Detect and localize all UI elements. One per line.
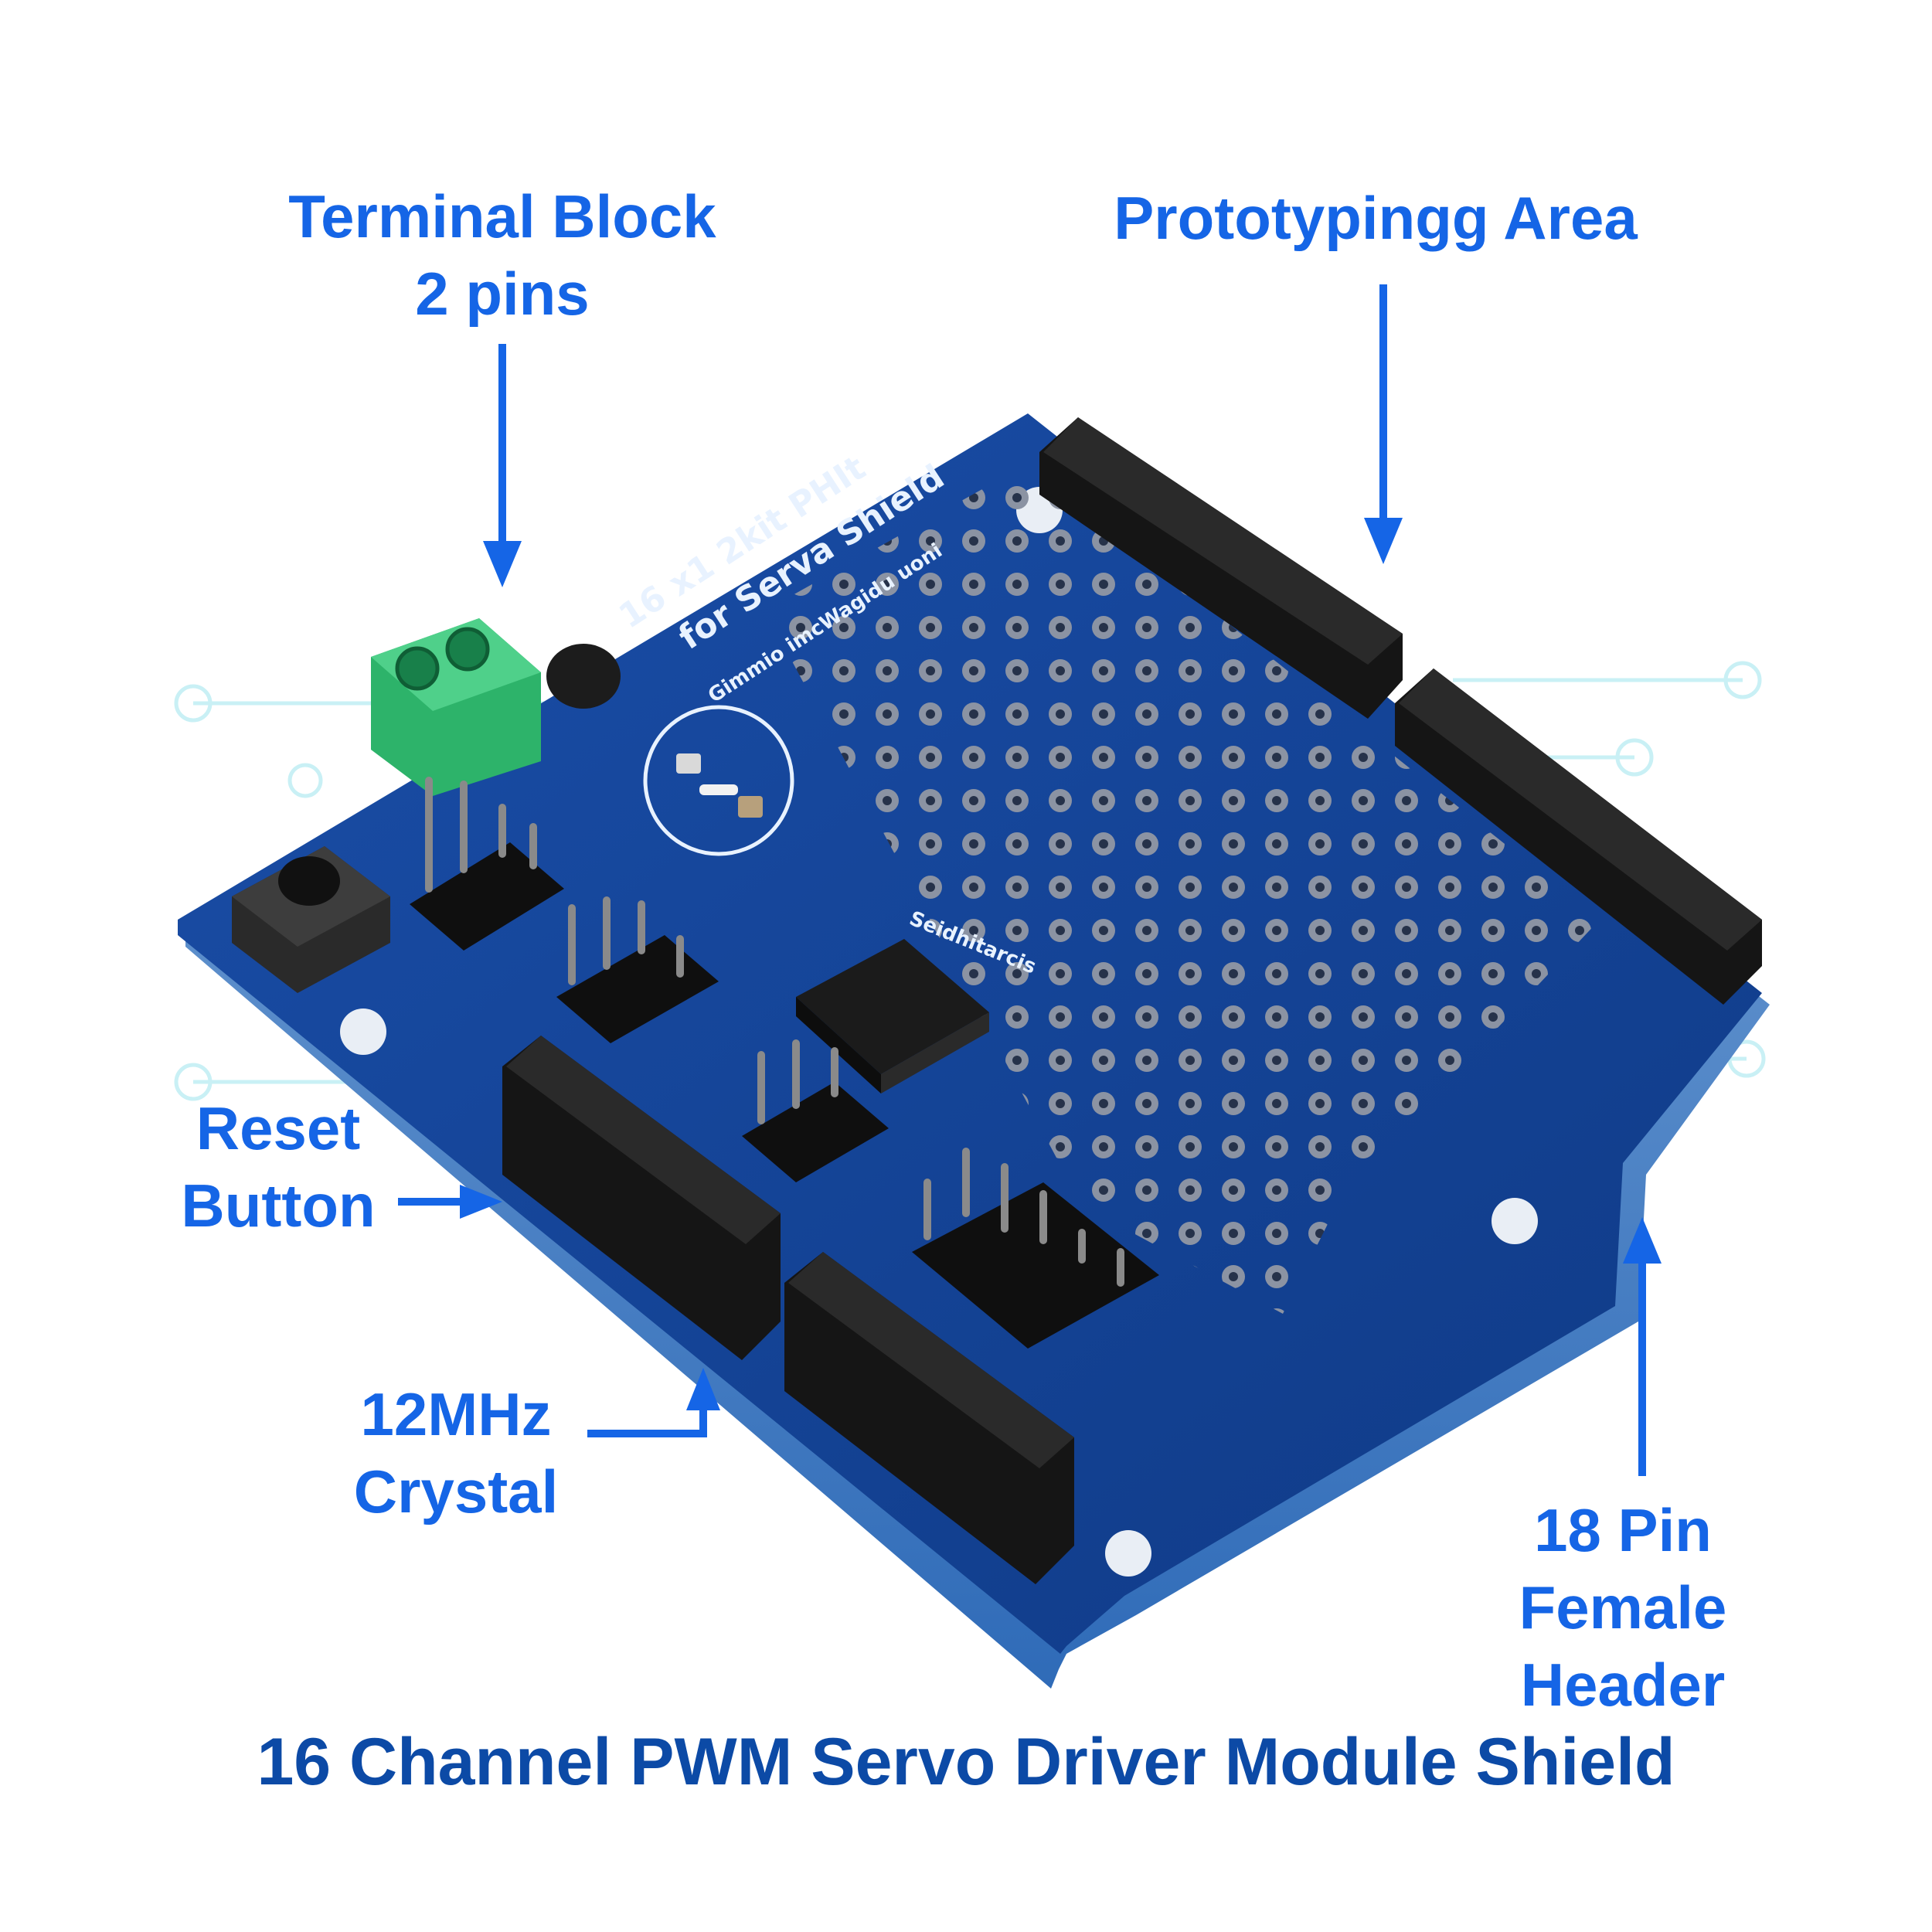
female-header-label-line3: Header	[1520, 1651, 1726, 1719]
capacitor	[546, 644, 621, 709]
silkscreen-circle	[643, 705, 794, 856]
arrow-up-icon	[587, 1368, 720, 1437]
female-header-label-line1: 18 Pin	[1534, 1496, 1712, 1564]
crystal-label-line2: Crystal	[353, 1458, 559, 1526]
crystal-label-line1: 12MHz	[360, 1380, 552, 1448]
terminal-block-label-line2: 2 pins	[415, 260, 590, 328]
female-header-bottom-1	[502, 1036, 781, 1360]
female-header-top-1	[1039, 417, 1403, 719]
reset-button-label-line2: Button	[181, 1172, 376, 1240]
terminal-block-label-line1: Terminal Block	[288, 182, 716, 250]
female-header-label: 18 Pin Female Header	[1453, 1492, 1793, 1723]
crystal-label: 12MHz Crystal	[309, 1376, 603, 1530]
female-header-top-2	[1395, 668, 1762, 1005]
arrow-down-icon	[1364, 284, 1403, 564]
arrow-up-icon	[1623, 1217, 1662, 1476]
arrow-down-icon	[483, 344, 522, 587]
reset-button-label: Reset Button	[147, 1090, 410, 1244]
pwm-driver-ic	[796, 939, 989, 1094]
female-header-label-line2: Female	[1519, 1573, 1727, 1641]
female-header-bottom-2	[784, 1252, 1074, 1584]
product-caption: 16 Channel PWM Servo Driver Module Shiel…	[257, 1725, 1675, 1799]
terminal-block-label: Terminal Block 2 pins	[232, 178, 773, 332]
prototyping-area-label: Prototypingg Area	[1114, 184, 1638, 252]
terminal-block	[371, 618, 541, 796]
reset-button-label-line1: Reset	[196, 1094, 361, 1162]
arrow-right-icon	[398, 1185, 502, 1219]
reset-button-part	[232, 846, 390, 993]
